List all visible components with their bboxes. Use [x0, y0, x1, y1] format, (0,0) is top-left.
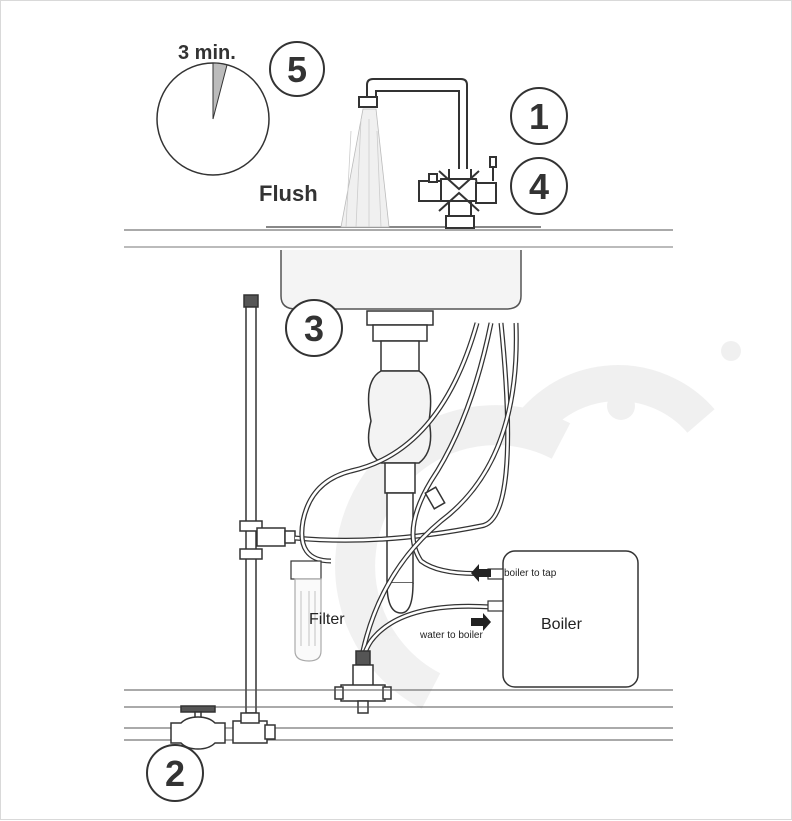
flush-label: Flush: [259, 181, 318, 206]
watermark: [335, 341, 741, 709]
boiler-label: Boiler: [541, 616, 583, 633]
step-4-circle: 4: [510, 157, 568, 215]
arrow-water-to-boiler: [471, 613, 491, 631]
timer: [156, 62, 270, 176]
faucet: [358, 78, 497, 229]
arrow-boiler-to-tap: [471, 564, 491, 582]
timer-label: 3 min.: [178, 42, 236, 64]
water-to-boiler-label: water to boiler: [419, 630, 483, 641]
step-4-number: 4: [529, 166, 549, 207]
step-2-number: 2: [165, 753, 185, 794]
hose-valve: [424, 486, 446, 510]
step-5-number: 5: [287, 49, 307, 90]
boiler: [487, 550, 639, 688]
supply-pipe: [239, 294, 296, 714]
main-valve: [170, 705, 276, 750]
step-1-number: 1: [529, 96, 549, 137]
step-3-circle: 3: [285, 299, 343, 357]
filter: [290, 560, 322, 662]
lower-t-connector: [334, 650, 392, 714]
boiler-to-tap-label: boiler to tap: [504, 568, 557, 579]
counter-top: [124, 226, 673, 248]
sink-bowl: [280, 250, 522, 310]
step-5-circle: 5: [269, 41, 325, 97]
filter-label: Filter: [309, 611, 345, 628]
hoses: [294, 322, 519, 672]
step-3-number: 3: [304, 308, 324, 349]
step-1-circle: 1: [510, 87, 568, 145]
water-stream: [340, 108, 390, 228]
step-2-circle: 2: [146, 744, 204, 802]
